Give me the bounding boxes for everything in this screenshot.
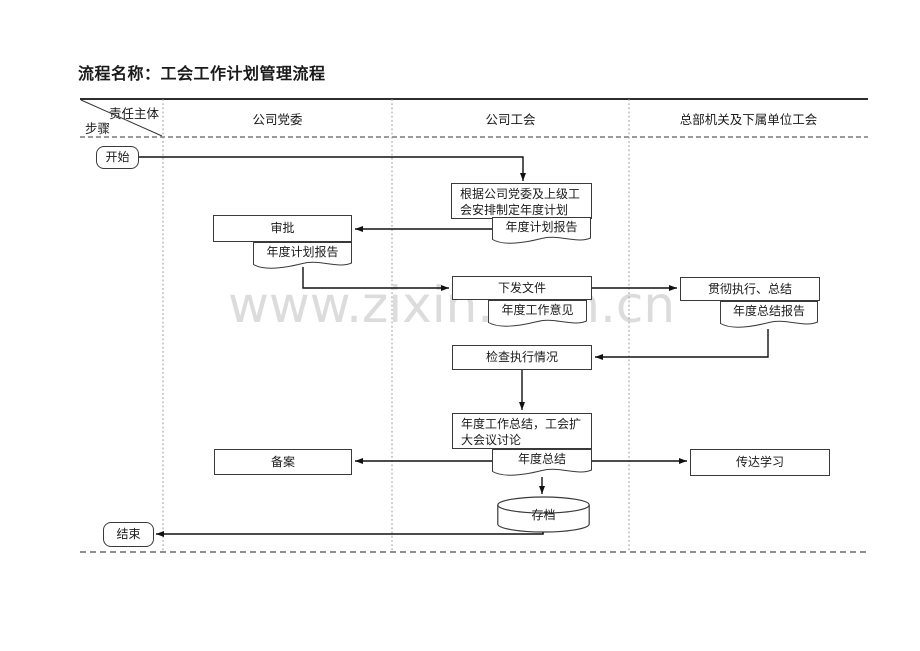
document-annual-summary-report: 年度总结报告: [720, 301, 818, 330]
column-header-hq-subordinate-unions: 总部机关及下属单位工会: [679, 113, 818, 127]
column-header-company-union: 公司工会: [485, 113, 536, 127]
node-check-execution: 检查执行情况: [452, 345, 592, 370]
document-shape: [492, 449, 592, 476]
document-label: 年度计划报告: [505, 220, 578, 234]
cylinder-shape: [497, 496, 590, 533]
corner-label-steps: 步骤: [85, 122, 111, 136]
node-annual-summary-meeting: 年度工作总结，工会扩大会议讨论: [452, 413, 592, 449]
corner-diagonal: [80, 99, 163, 137]
document-label: 年度总结: [517, 452, 566, 466]
node-convey-learning: 传达学习: [690, 449, 830, 476]
connector-summaryreport-to-check: [595, 329, 769, 360]
page-title: 流程名称：工会工作计划管理流程: [78, 66, 326, 83]
connector-start-to-plan: [138, 156, 526, 181]
document-shape: [492, 217, 591, 244]
document-label: 年度计划报告: [266, 245, 339, 259]
node-issue-documents: 下发文件: [452, 276, 592, 300]
document-label: 年度工作意见: [501, 303, 574, 317]
connector-archive-to-end: [156, 531, 544, 537]
document-label: 年度总结报告: [732, 304, 805, 318]
node-make-annual-plan: 根据公司党委及上级工会安排制定年度计划: [451, 183, 592, 219]
node-approve: 审批: [213, 215, 352, 242]
document-shape: [488, 300, 587, 327]
node-archive-database: 存档: [497, 496, 590, 534]
node-record-filing: 备案: [214, 449, 352, 475]
document-annual-work-opinion: 年度工作意见: [488, 300, 587, 329]
node-implement-summarize: 贯彻执行、总结: [680, 277, 820, 301]
corner-label-responsibility: 责任主体: [109, 107, 160, 121]
archive-label: 存档: [531, 508, 556, 522]
document-shape: [720, 301, 818, 328]
document-shape: [253, 242, 352, 269]
document-annual-summary: 年度总结: [492, 449, 592, 478]
document-plan-report-committee: 年度计划报告: [253, 242, 352, 271]
node-end: 结束: [103, 522, 154, 547]
document-plan-report-union: 年度计划报告: [492, 217, 591, 246]
node-start: 开始: [96, 146, 139, 169]
column-header-party-committee: 公司党委: [252, 113, 303, 127]
connector-approve-to-issue: [302, 267, 449, 291]
